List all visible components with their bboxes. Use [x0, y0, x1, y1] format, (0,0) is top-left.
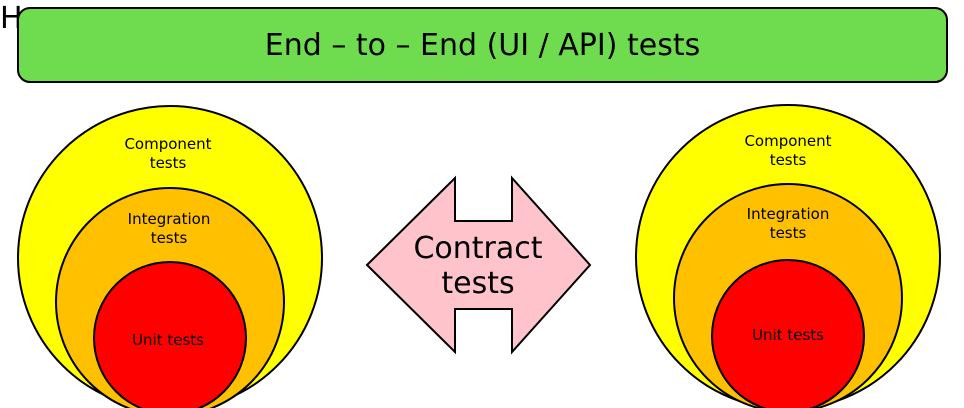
stray-letter: H [0, 1, 23, 36]
right-unit-label: Unit tests [752, 326, 824, 344]
end-to-end-tests-label: End – to – End (UI / API) tests [264, 27, 701, 63]
left-integration-label-line2: tests [151, 229, 188, 247]
contract-label-line1: Contract [413, 231, 542, 266]
left-component-label-line1: Component [124, 135, 211, 153]
end-to-end-tests-banner: End – to – End (UI / API) tests [17, 7, 948, 83]
contract-double-arrow-shape [365, 175, 592, 355]
contract-tests-arrow: Contract tests [365, 175, 592, 355]
right-integration-label-line2: tests [770, 224, 807, 242]
right-service-tests: Component tests Integration tests Unit t… [635, 104, 941, 408]
right-component-label-line2: tests [770, 151, 807, 169]
left-integration-label-line1: Integration [128, 210, 211, 228]
left-unit-label: Unit tests [132, 331, 204, 349]
left-unit-tests-circle [93, 261, 247, 408]
left-service-tests: Component tests Integration tests Unit t… [17, 105, 323, 408]
right-component-label-line1: Component [744, 132, 831, 150]
left-component-label-line2: tests [150, 154, 187, 172]
right-unit-tests-circle [711, 259, 865, 408]
right-integration-label-line1: Integration [747, 205, 830, 223]
contract-label-line2: tests [441, 266, 514, 301]
